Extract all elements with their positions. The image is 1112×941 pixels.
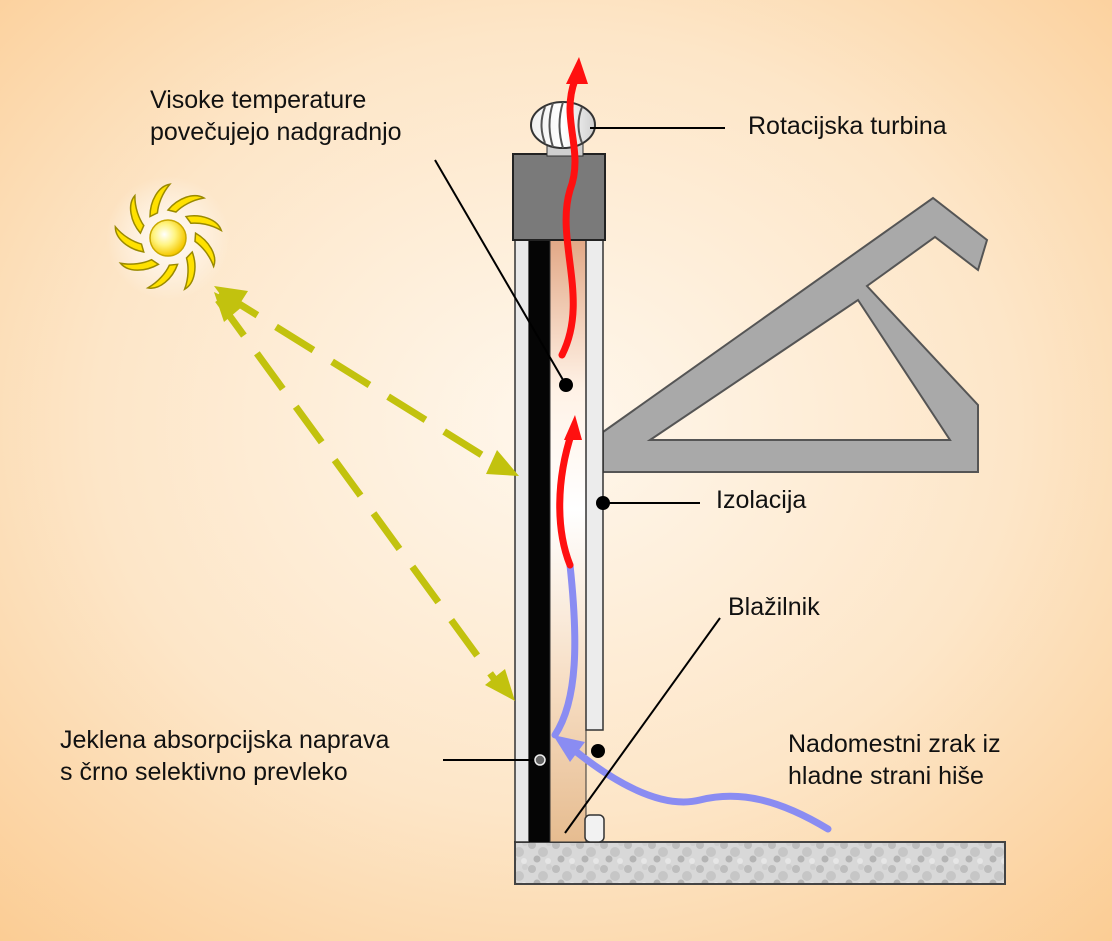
label-makeup-air-line2: hladne strani hiše bbox=[788, 762, 984, 790]
sun-ray-lower bbox=[215, 297, 498, 683]
label-absorber-line2: s črno selektivno prevleko bbox=[60, 758, 348, 786]
concrete-foundation bbox=[514, 841, 1006, 885]
label-makeup-air-line1: Nadomestni zrak iz bbox=[788, 730, 1001, 758]
steel-absorber bbox=[529, 238, 550, 842]
sun-ray-upper-tail bbox=[214, 286, 248, 313]
insulation-panel bbox=[585, 237, 604, 731]
sun-ray-lower-arrowhead bbox=[485, 669, 515, 701]
label-damper: Blažilnik bbox=[728, 593, 820, 621]
leader-lines bbox=[434, 127, 725, 834]
cool-air-flow bbox=[551, 561, 579, 739]
roof-truss bbox=[602, 196, 989, 473]
label-high-temperature-line2: povečujejo nadgradnjo bbox=[150, 118, 402, 146]
label-markers bbox=[534, 378, 610, 766]
sun-icon bbox=[106, 176, 230, 300]
rotary-turbine bbox=[530, 101, 596, 149]
makeup-air-arrowhead bbox=[553, 735, 585, 762]
label-rotary-turbine: Rotacijska turbina bbox=[748, 112, 947, 140]
sun-ray-upper bbox=[218, 289, 492, 463]
warm-air-flow bbox=[556, 428, 576, 569]
sun-ray-lower-tail bbox=[214, 292, 243, 322]
glazing-panel bbox=[514, 237, 530, 843]
chimney-cap bbox=[512, 153, 606, 241]
damper-block bbox=[584, 814, 605, 843]
warm-air-arrowhead bbox=[564, 415, 582, 440]
sun-rays bbox=[215, 289, 498, 683]
hot-air-exhaust bbox=[558, 76, 579, 359]
label-absorber-line1: Jeklena absorpcijska naprava bbox=[60, 726, 389, 754]
sun-ray-upper-arrowhead bbox=[486, 450, 519, 476]
hot-air-arrowhead bbox=[566, 57, 588, 84]
label-insulation: Izolacija bbox=[716, 486, 806, 514]
label-high-temperature-line1: Visoke temperature bbox=[150, 86, 366, 114]
